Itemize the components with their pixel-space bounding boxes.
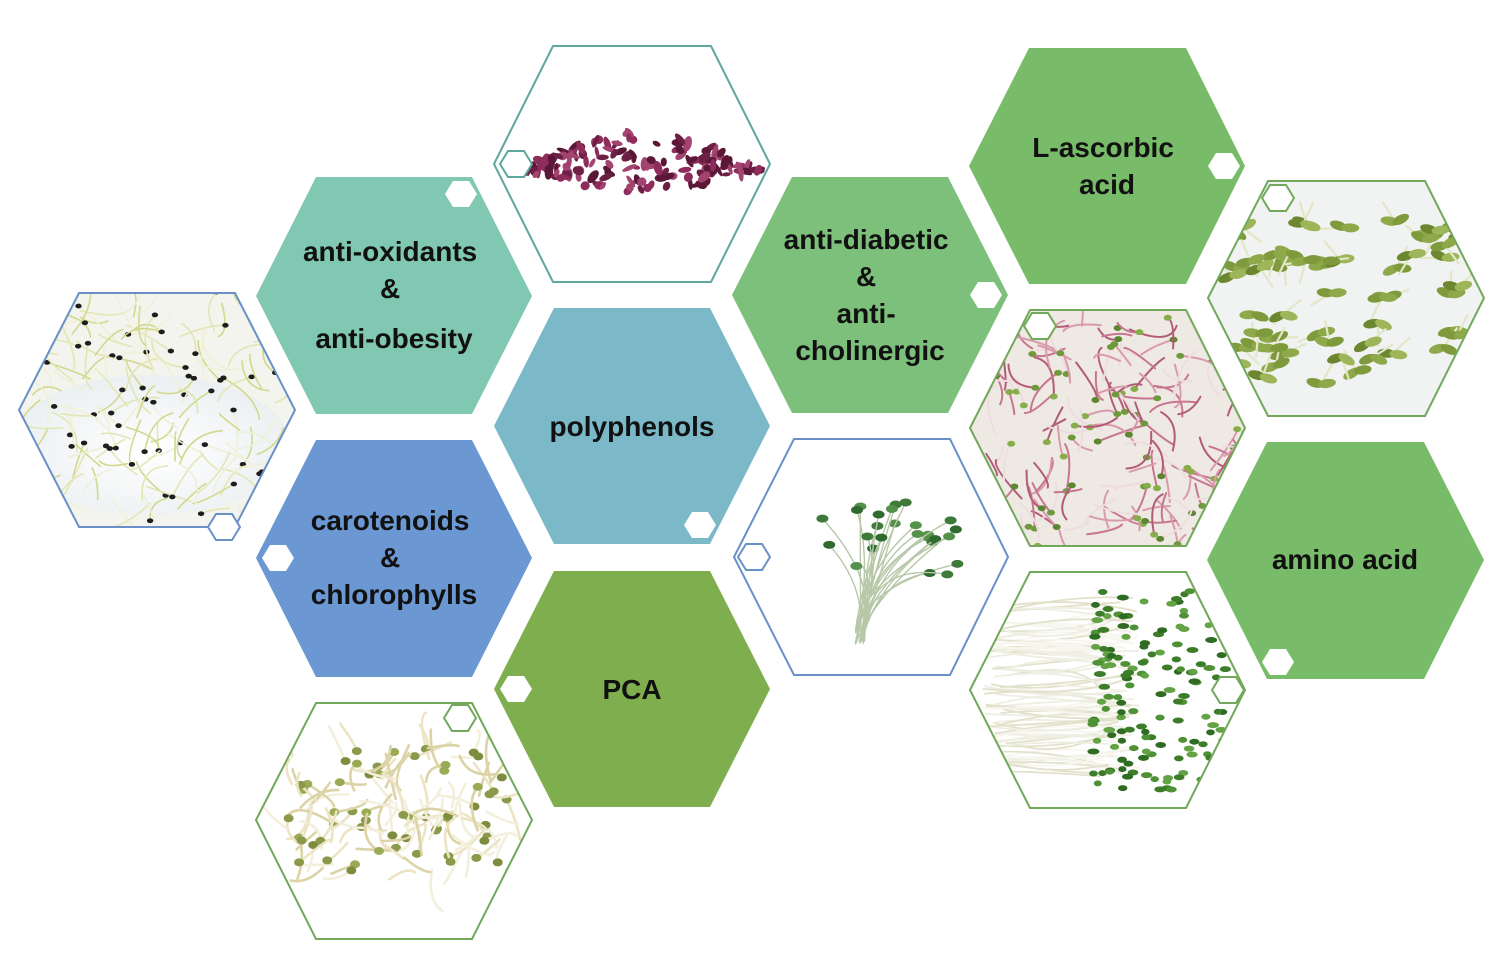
hexagon-shape — [969, 48, 1245, 284]
small-hexagon-icon — [684, 512, 716, 538]
hexagon-shape — [256, 177, 532, 414]
small-hexagon-icon — [970, 282, 1002, 308]
small-hexagon-icon — [500, 676, 532, 702]
polyphenols-line-1: polyphenols — [550, 411, 715, 442]
ascorbic-acid-hexagon: L-ascorbic acid — [969, 48, 1245, 284]
hexagon-label: anti-oxidants & anti-obesity — [303, 236, 485, 354]
carotenoids-line-1: carotenoids — [311, 505, 470, 536]
antidiabetic-line-3: anti- — [837, 298, 896, 329]
antioxidants-line-3: anti-obesity — [315, 323, 473, 354]
small-hexagon-icon — [1210, 676, 1246, 704]
small-hexagon-icon — [1260, 184, 1296, 212]
pca-hexagon: PCA — [494, 571, 770, 807]
polyphenols-hexagon: polyphenols — [494, 308, 770, 544]
small-hexagon-icon — [442, 704, 478, 732]
antidiabetic-hexagon: anti-diabetic & anti- cholinergic — [732, 177, 1008, 413]
amaranth-microgreens-picture — [494, 46, 770, 282]
hexagon-label: PCA — [602, 674, 661, 705]
hexagon-label: carotenoids & chlorophylls — [311, 505, 477, 610]
antidiabetic-line-1: anti-diabetic — [784, 224, 949, 255]
hexagon-label: amino acid — [1272, 544, 1418, 575]
pca-line-1: PCA — [602, 674, 661, 705]
small-hexagon-icon — [1022, 312, 1058, 340]
hexagon-shape — [256, 440, 532, 677]
hexagon-label: anti-diabetic & anti- cholinergic — [784, 224, 957, 366]
small-hexagon-icon — [445, 181, 477, 207]
small-hexagon-icon — [206, 513, 242, 541]
hexagon-shape — [494, 308, 770, 544]
hexagon-shape — [1207, 442, 1484, 679]
antidiabetic-line-4: cholinergic — [795, 335, 944, 366]
broccoli-sprouts-picture — [970, 572, 1245, 808]
hexagon-shape — [494, 571, 770, 807]
sunflower-picture-hexagon — [1206, 180, 1486, 417]
hexagon-label: polyphenols — [550, 411, 715, 442]
amino-acid-hexagon: amino acid — [1207, 442, 1484, 679]
antidiabetic-line-2: & — [856, 261, 876, 292]
ascorbic-line-1: L-ascorbic — [1032, 132, 1174, 163]
amino-line-1: amino acid — [1272, 544, 1418, 575]
carotenoids-hexagon: carotenoids & chlorophylls — [256, 440, 532, 677]
small-hexagon-icon — [1208, 153, 1240, 179]
antioxidants-line-2: & — [380, 273, 400, 304]
broccoli-picture-hexagon — [968, 571, 1247, 809]
amaranth-picture-hexagon — [492, 45, 772, 283]
peashoot-picture-hexagon — [732, 438, 1010, 676]
mung-bean-sprouts-picture — [256, 703, 532, 939]
hexagon-shape — [732, 177, 1008, 413]
small-hexagon-icon — [262, 545, 294, 571]
carotenoids-line-3: chlorophylls — [311, 579, 477, 610]
pea-shoots-picture — [734, 439, 1008, 675]
antioxidants-line-1: anti-oxidants — [303, 236, 477, 267]
mungbean-picture-hexagon — [254, 702, 534, 940]
small-hexagon-icon — [1262, 649, 1294, 675]
small-hexagon-icon — [498, 150, 534, 178]
ascorbic-line-2: acid — [1079, 169, 1135, 200]
sunflower-microgreens-picture — [1208, 181, 1484, 416]
carotenoids-line-2: & — [380, 542, 400, 573]
small-hexagon-icon — [736, 543, 772, 571]
antioxidants-hexagon: anti-oxidants & anti-obesity — [256, 177, 532, 414]
hexagon-label: L-ascorbic acid — [1032, 132, 1181, 200]
